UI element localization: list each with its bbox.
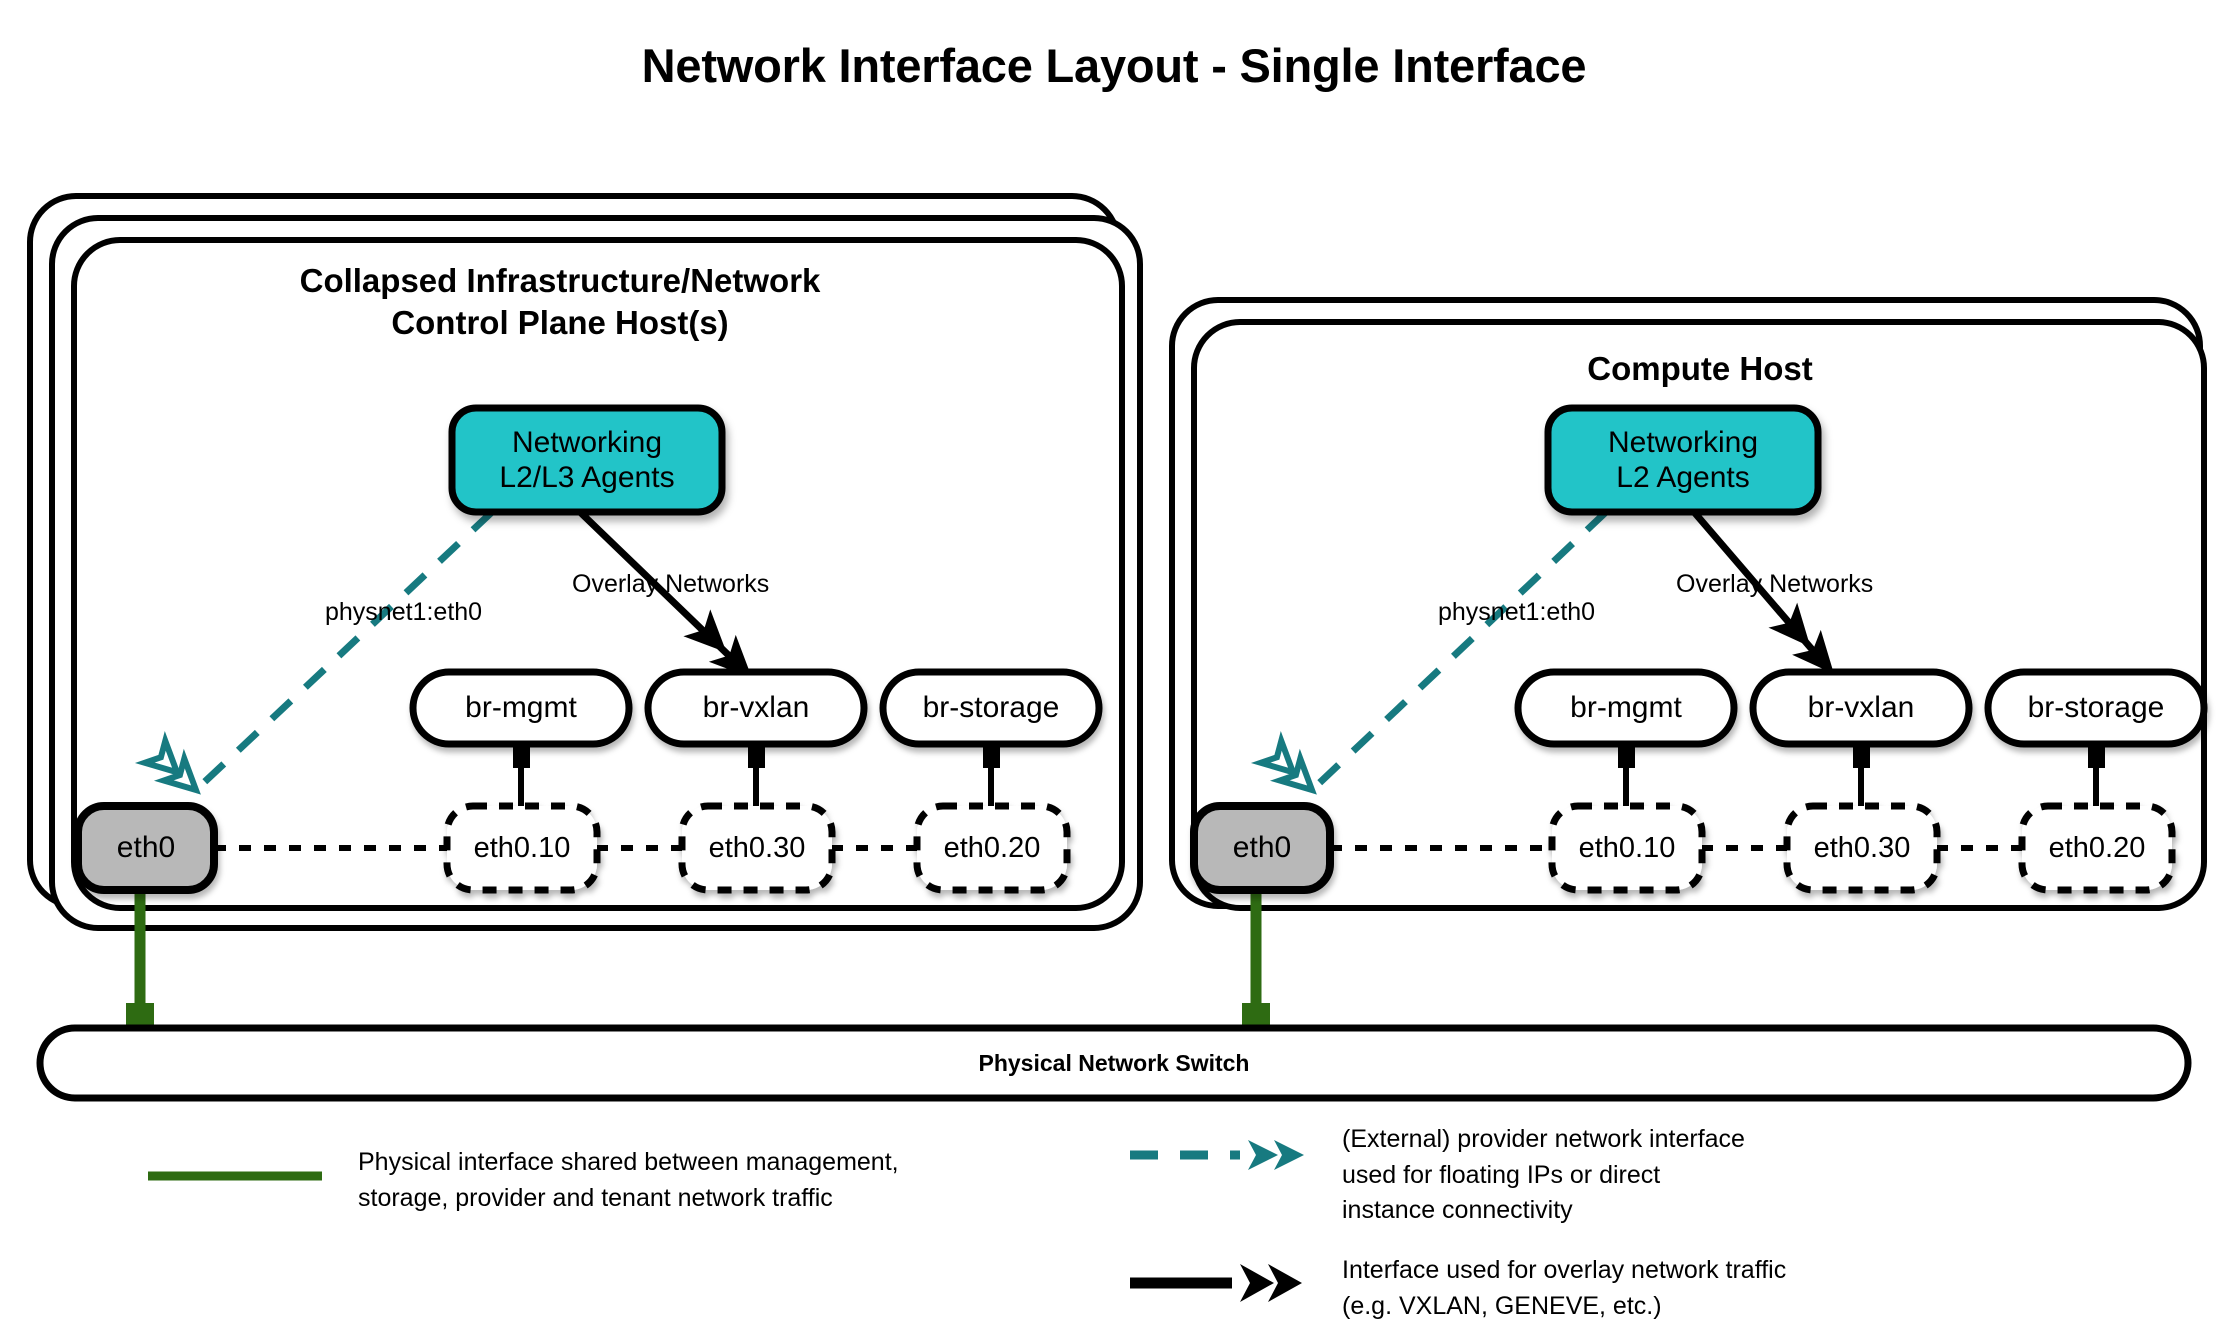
- bridge-boxes-control-plane: [409, 668, 1103, 748]
- bridge-connectors-control-plane: [513, 742, 1000, 816]
- eth0-node-compute[interactable]: [1190, 802, 1334, 894]
- provider-label-control-plane: physnet1:eth0: [325, 598, 483, 626]
- switch-label: Physical Network Switch: [978, 1050, 1250, 1076]
- provider-link-control-plane: [134, 509, 495, 795]
- eth0-node-control-plane[interactable]: [74, 802, 218, 894]
- host-title-control-plane: Collapsed Infrastructure/Network Control…: [180, 260, 940, 343]
- host-title-compute-line-1: Compute Host: [1587, 350, 1813, 387]
- vlan-boxes-control-plane: [443, 802, 1071, 894]
- page-title: Network Interface Layout - Single Interf…: [641, 39, 1587, 92]
- agents-box-compute[interactable]: [1544, 404, 1822, 516]
- bridge-connectors-compute: [1618, 742, 2105, 816]
- overlay-link-compute: [1691, 509, 1834, 674]
- legend-glyph-provider: [1130, 1140, 1304, 1170]
- legend-text-overlay: Interface used for overlay network traff…: [1342, 1256, 1787, 1320]
- overlay-label-control-plane: Overlay Networks: [572, 570, 770, 598]
- bridge-boxes-compute: [1514, 668, 2208, 748]
- overlay-label-compute: Overlay Networks: [1676, 570, 1874, 598]
- agents-box-control-plane[interactable]: [448, 404, 726, 516]
- legend-text-physical: Physical interface shared between manage…: [358, 1148, 899, 1212]
- physical-network-switch[interactable]: [36, 1024, 2192, 1102]
- host-title-line-1: Collapsed Infrastructure/Network: [299, 262, 821, 299]
- legend-text-provider: (External) provider network interface us…: [1342, 1125, 1745, 1224]
- host-title-line-2: Control Plane Host(s): [391, 303, 729, 341]
- overlay-link-control-plane: [577, 509, 752, 678]
- legend-glyph-overlay: [1130, 1264, 1302, 1302]
- provider-link-compute: [1250, 509, 1609, 795]
- provider-label-compute: physnet1:eth0: [1438, 598, 1596, 626]
- vlan-boxes-compute: [1548, 802, 2176, 894]
- host-title-compute: Compute Host: [1360, 348, 2040, 390]
- host-stack-compute: [1169, 297, 2207, 911]
